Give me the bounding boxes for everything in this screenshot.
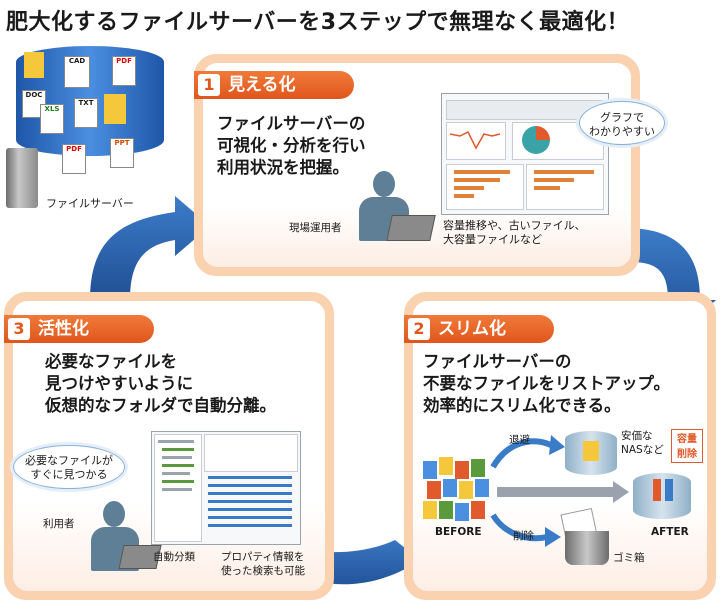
step2-arrows bbox=[490, 435, 629, 547]
step3-panel: 3 活性化 必要なファイルを見つけやすいように仮想的なフォルダで自動分離。 必要… bbox=[4, 292, 334, 600]
document-icon bbox=[104, 94, 126, 124]
operator-label: 現場運用者 bbox=[289, 222, 342, 234]
pie-chart-thumbnail bbox=[522, 126, 550, 154]
find-files-bubble: 必要なファイルがすぐに見つかる bbox=[13, 445, 125, 489]
file-server-label: ファイルサーバー bbox=[46, 197, 134, 210]
page-title: 肥大化するファイルサーバーを3ステップで無理なく最適化！ bbox=[6, 10, 630, 35]
document-icon: XLS bbox=[40, 104, 64, 134]
document-icon: PDF bbox=[112, 56, 136, 86]
step3-number: 3 bbox=[8, 318, 30, 340]
step2-number: 2 bbox=[408, 318, 430, 340]
cycle-arrow-3-to-1 bbox=[90, 196, 210, 300]
after-label: AFTER bbox=[651, 526, 689, 538]
down-arrow-icon bbox=[653, 479, 661, 501]
file-server-illustration: CAD PDF DOC XLS TXT PDF PPT bbox=[4, 38, 174, 208]
server-tower-icon bbox=[6, 148, 38, 208]
line-chart-thumbnail bbox=[449, 130, 501, 150]
operator-silhouette-icon bbox=[353, 171, 436, 251]
after-storage-icon bbox=[633, 473, 691, 519]
document-icon: TXT bbox=[74, 98, 98, 128]
step1-label: 1 見える化 bbox=[194, 71, 354, 99]
document-icon: PPT bbox=[110, 138, 134, 168]
user-silhouette-icon bbox=[89, 501, 162, 573]
step1-number: 1 bbox=[198, 74, 220, 96]
down-arrow-icon bbox=[665, 479, 673, 501]
step2-panel: 2 スリム化 ファイルサーバーの不要なファイルをリストアップ。効率的にスリム化で… bbox=[404, 292, 716, 600]
step2-description: ファイルサーバーの不要なファイルをリストアップ。効率的にスリム化できる。 bbox=[423, 352, 671, 415]
trash-label: ゴミ箱 bbox=[613, 552, 645, 564]
evacuate-label: 退避 bbox=[509, 434, 530, 446]
document-icon: PDF bbox=[62, 144, 86, 174]
trash-can-icon bbox=[565, 531, 609, 565]
before-label: BEFORE bbox=[435, 526, 482, 538]
step1-panel: 1 見える化 ファイルサーバーの可視化・分析を行い利用状況を把握。 現場運用者 … bbox=[194, 54, 665, 276]
auto-classify-label: 自動分類 bbox=[153, 551, 195, 563]
capacity-reduction-badge: 容量削除 bbox=[671, 429, 703, 463]
step3-title: 活性化 bbox=[38, 319, 89, 339]
document-icon bbox=[583, 441, 599, 461]
step3-label: 3 活性化 bbox=[4, 315, 154, 343]
property-search-note: プロパティ情報を使った検索も可能 bbox=[221, 551, 305, 577]
dashboard-caption: 容量推移や、古いファイル、大容量ファイルなど bbox=[443, 219, 586, 246]
document-icon bbox=[24, 52, 44, 78]
step1-title: 見える化 bbox=[228, 75, 296, 95]
graph-easy-bubble: グラフでわかりやすい bbox=[579, 101, 665, 145]
user-label: 利用者 bbox=[43, 518, 75, 530]
delete-label: 削除 bbox=[513, 530, 534, 542]
step2-label: 2 スリム化 bbox=[404, 315, 554, 343]
document-icon: CAD bbox=[64, 56, 90, 88]
explorer-screenshot bbox=[151, 431, 301, 545]
step1-description: ファイルサーバーの可視化・分析を行い利用状況を把握。 bbox=[217, 114, 366, 177]
before-file-stack-icon bbox=[423, 457, 489, 521]
step3-description: 必要なファイルを見つけやすいように仮想的なフォルダで自動分離。 bbox=[45, 352, 276, 415]
step2-title: スリム化 bbox=[438, 319, 506, 339]
